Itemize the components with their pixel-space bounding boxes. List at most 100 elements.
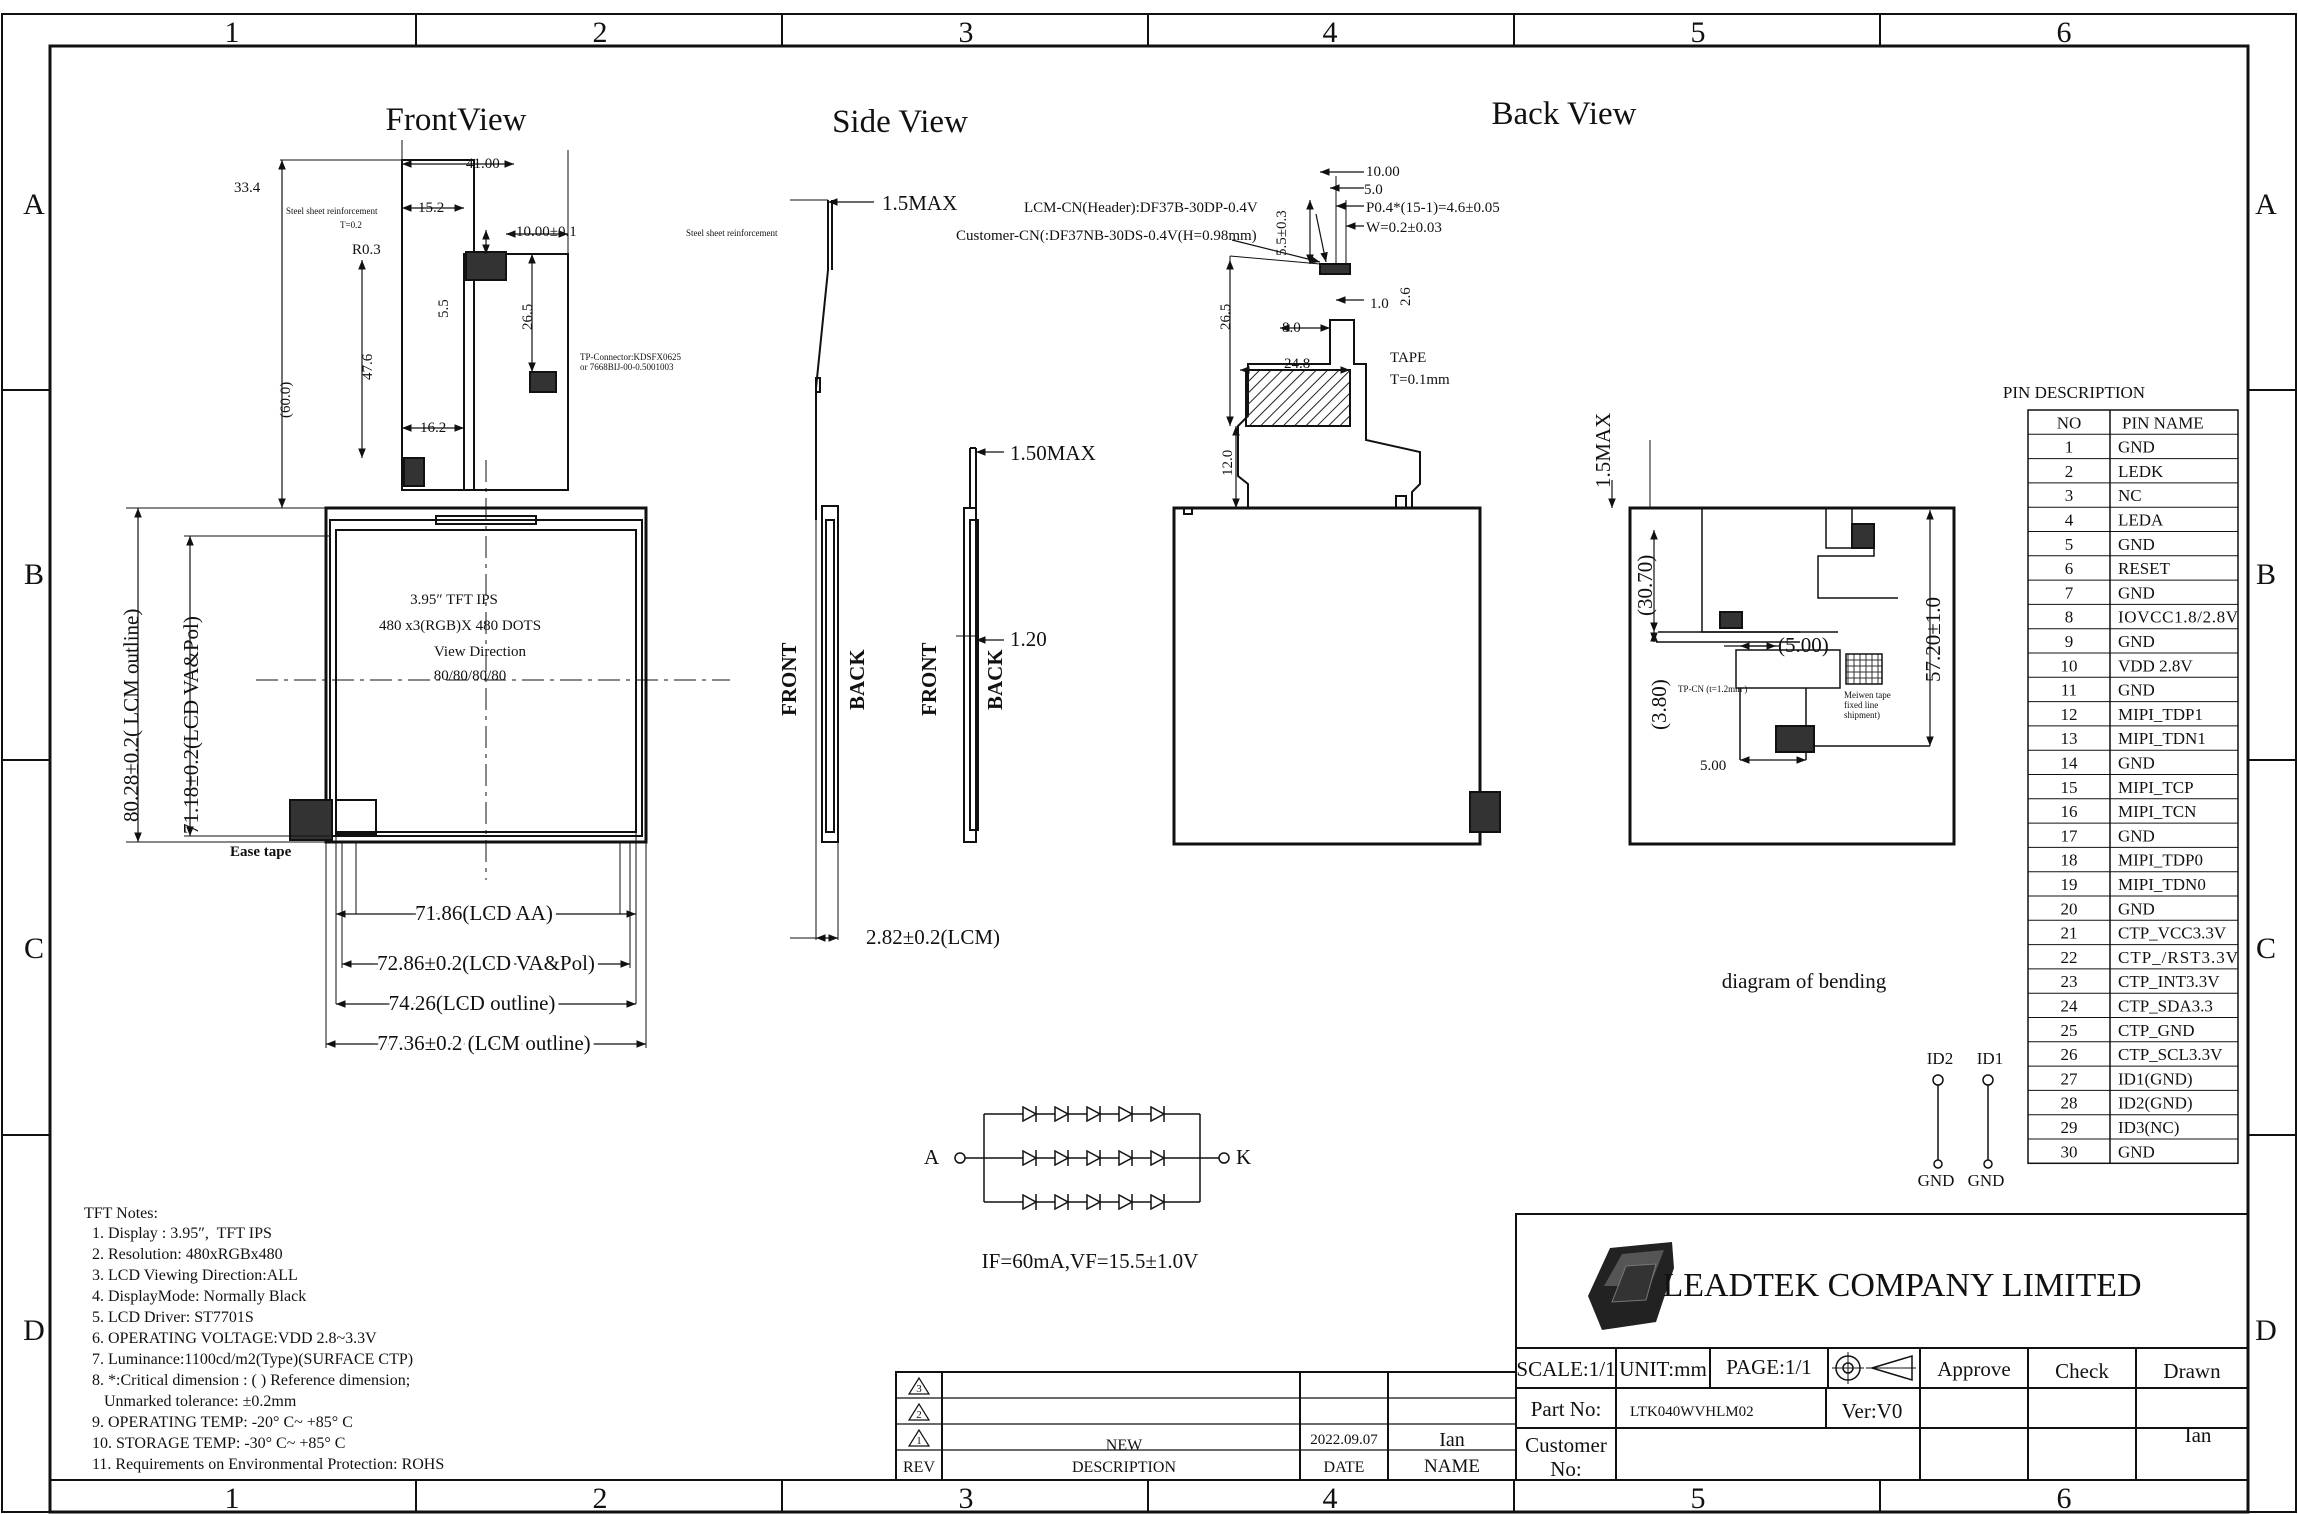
- front-view: [126, 140, 730, 1048]
- led-circuit: [954, 1105, 1230, 1211]
- pin-number: 24: [2061, 997, 2079, 1016]
- back-view-title: Back View: [1492, 96, 1637, 132]
- col-label: 4: [1323, 16, 1338, 49]
- panel-view-direction: View Direction: [434, 644, 526, 660]
- col-label: 1: [225, 16, 240, 49]
- pin-number: 3: [2065, 486, 2074, 505]
- pin-number: 10: [2061, 656, 2078, 675]
- pin-name: GND: [2118, 583, 2155, 602]
- dim-r0-3: R0.3: [352, 242, 381, 258]
- ease-tape-label: Ease tape: [230, 844, 292, 860]
- note-line: 9. OPERATING TEMP: -20° C~ +85° C: [92, 1414, 353, 1431]
- panel-resolution: 480 x3(RGB)X 480 DOTS: [379, 618, 541, 634]
- led-diode-icon: [1022, 1105, 1038, 1123]
- gnd-label: GND: [1968, 1171, 2005, 1190]
- note-line: 11. Requirements on Environmental Protec…: [92, 1456, 444, 1473]
- dim-lcd-aa: 71.86(LCD AA): [415, 901, 553, 925]
- pin-number: 6: [2065, 559, 2074, 578]
- pin-name: CTP_SDA3.3: [2118, 997, 2213, 1016]
- led-labels: A K IF=60mA,VF=15.5±1.0V: [924, 1145, 1251, 1273]
- led-diode-icon: [1086, 1149, 1102, 1167]
- drawn-by: Ian: [2185, 1423, 2212, 1447]
- dim-47-6: 47.6: [360, 353, 376, 380]
- pin-number: 29: [2061, 1118, 2078, 1137]
- col-label: 3: [959, 16, 974, 49]
- row-label: D: [2255, 1314, 2277, 1347]
- description-header: DESCRIPTION: [1072, 1459, 1176, 1476]
- side-front-label: FRONT: [917, 643, 941, 717]
- side-view: [790, 199, 979, 940]
- back-pitch: P0.4*(15-1)=4.6±0.05: [1366, 200, 1500, 216]
- side-view-dimensions: [816, 198, 1004, 942]
- revision-name: Ian: [1439, 1429, 1465, 1451]
- note-line: 3. LCD Viewing Direction:ALL: [92, 1267, 298, 1284]
- customer-no-label: No:: [1550, 1457, 1582, 1481]
- note-line: 6. OPERATING VOLTAGE:VDD 2.8~3.3V: [92, 1330, 377, 1347]
- row-label: C: [2256, 932, 2276, 965]
- col-label: 5: [1691, 1482, 1706, 1514]
- bending-dim-5-00: 5.00: [1700, 758, 1726, 774]
- tp-connector-note: TP-Connector:KDSFX0625: [580, 352, 681, 362]
- pin-header-name: PIN NAME: [2122, 413, 2204, 432]
- pin-name: MIPI_TDN1: [2118, 729, 2206, 748]
- dim-33-4: 33.4: [234, 180, 261, 196]
- tape-note-2: fixed line: [1844, 700, 1878, 710]
- led-diode-icon: [1086, 1105, 1102, 1123]
- side-steel-note: Steel sheet reinforcement: [686, 228, 778, 238]
- pin-name: NC: [2118, 486, 2142, 505]
- pin-number: 17: [2061, 826, 2079, 845]
- pin-name: GND: [2118, 681, 2155, 700]
- tape-note-3: shipment): [1844, 710, 1880, 720]
- pin-number: 18: [2061, 851, 2078, 870]
- pin-name: CTP_GND: [2118, 1021, 2195, 1040]
- pin-name: GND: [2118, 899, 2155, 918]
- rev-header: REV: [903, 1459, 935, 1476]
- led-diode-icon: [1022, 1193, 1038, 1211]
- part-no-label: Part No:: [1531, 1397, 1602, 1421]
- pin-name: CTP_VCC3.3V: [2118, 924, 2227, 943]
- gnd-label: GND: [1918, 1171, 1955, 1190]
- front-view-title: FrontView: [385, 102, 526, 138]
- pin-number: 13: [2061, 729, 2078, 748]
- pin-number: 28: [2061, 1094, 2078, 1113]
- bending-max: 1.5MAX: [1591, 413, 1615, 488]
- dim-lcm-outline-horizontal: 77.36±0.2 (LCM outline): [377, 1031, 590, 1055]
- steel-thickness-note: T=0.2: [340, 220, 362, 230]
- back-dim-26-5: 26.5: [1218, 304, 1234, 330]
- pin-name: GND: [2118, 1142, 2155, 1161]
- title-block: [1515, 1213, 2249, 1481]
- side-back-label: BACK: [983, 649, 1007, 710]
- customer-label: Customer: [1525, 1433, 1607, 1457]
- bending-labels: 1.5MAX (30.70) (5.00) 57.20±1.0 (3.80) T…: [1591, 413, 1945, 993]
- approve-header: Approve: [1937, 1357, 2010, 1381]
- lcm-connector-spec: LCM-CN(Header):DF37B-30DP-0.4V: [1024, 200, 1258, 216]
- pin-number: 15: [2061, 778, 2078, 797]
- note-line: 4. DisplayMode: Normally Black: [92, 1288, 306, 1305]
- led-diode-icon: [1118, 1149, 1134, 1167]
- cathode-label: K: [1236, 1145, 1251, 1169]
- part-no: LTK040WVHLM02: [1630, 1404, 1754, 1420]
- side-max-2: 1.50MAX: [1010, 441, 1096, 465]
- pin-number: 22: [2061, 948, 2078, 967]
- led-diode-icon: [1022, 1149, 1038, 1167]
- pin-number: 23: [2061, 972, 2078, 991]
- pin-name: ID2(GND): [2118, 1094, 2193, 1113]
- back-dim-10: 10.00: [1366, 164, 1400, 180]
- row-label: D: [23, 1314, 45, 1347]
- pin-name: RESET: [2118, 559, 2171, 578]
- pin-name: ID1(GND): [2118, 1069, 2193, 1088]
- note-line: 7. Luminance:1100cd/m2(Type)(SURFACE CTP…: [92, 1351, 413, 1368]
- led-diode-icon: [1118, 1193, 1134, 1211]
- pin-name: MIPI_TCN: [2118, 802, 2196, 821]
- back-dim-1: 1.0: [1370, 296, 1389, 312]
- dim-5-5: 5.5: [436, 299, 452, 318]
- svg-text:3: 3: [916, 1383, 922, 1395]
- new-header: NEW: [1106, 1437, 1143, 1454]
- customer-connector-spec: Customer-CN(:DF37NB-30DS-0.4V(H=0.98mm): [956, 228, 1257, 244]
- pin-number: 7: [2065, 583, 2074, 602]
- pin-number: 30: [2061, 1142, 2078, 1161]
- pin-name: GND: [2118, 826, 2155, 845]
- side-view-title: Side View: [832, 104, 968, 140]
- pin-name: MIPI_TDP0: [2118, 851, 2203, 870]
